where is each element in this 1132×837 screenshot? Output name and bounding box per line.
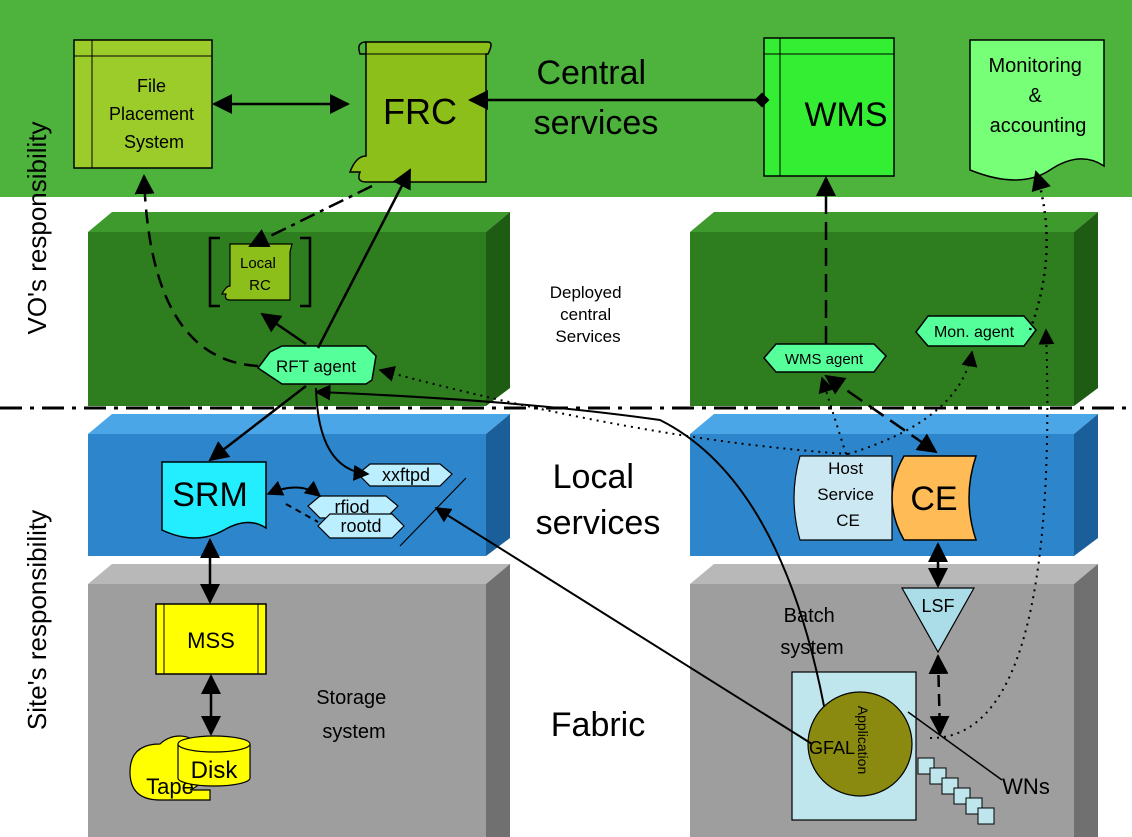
ce-label: CE [910,480,957,518]
fps-label: File Placement System [109,76,199,152]
wms-agent-label: WMS agent [785,351,864,368]
rft-fps-link [134,174,259,368]
lsf-app-link [928,654,950,736]
frc-localrc-link [248,184,373,248]
storage-system-label: Storage system [316,687,392,743]
local-rc-label: Local RC [240,255,280,294]
xxftpd-server[interactable]: xxftpd [357,463,453,487]
mss-label: MSS [187,628,235,653]
gfal-rft-link [314,384,825,707]
local-block-left [88,414,510,556]
deployed-services-label: Deployed central Services [550,283,627,346]
batch-system-label: Batch system [780,605,843,659]
disk-label: Disk [191,757,239,784]
mon-agent-label: Mon. agent [934,324,1015,341]
rft-agent-label: RFT agent [276,357,356,376]
monitoring-label: Monitoring & accounting [989,55,1088,137]
file-placement-system-box[interactable]: File Placement System [73,39,213,169]
rootd-server[interactable]: rootd [317,513,405,539]
fabric-label: Fabric [551,706,645,744]
host-service-ce[interactable]: Host Service CE [793,455,893,541]
srm-label: SRM [172,476,248,514]
rootd-label: rootd [340,516,381,536]
central-services-label: Central services [534,54,659,142]
vo-responsibility-label: VO's responsibility [22,121,52,334]
disk-storage[interactable]: Disk [177,735,251,787]
rft-srm-link [208,385,307,462]
host-service-label: Host Service CE [817,459,878,530]
wms-box[interactable]: WMS [763,37,895,177]
gfal-label: GFAL [809,738,855,758]
xxftpd-label: xxftpd [382,465,430,485]
wms-label: WMS [804,96,887,134]
worker-node-box[interactable]: Application GFAL [791,671,917,821]
application-label: Application [855,706,871,775]
srm-document[interactable]: SRM [161,461,267,539]
worker-node-stack [917,757,995,825]
host-rft-link [378,366,849,455]
ce-box[interactable]: CE [891,455,978,541]
server-group-slash [399,477,467,547]
rft-xxftpd-link [315,387,370,481]
mon-agent[interactable]: Mon. agent [915,315,1037,347]
frc-label: FRC [383,91,457,132]
frc-scroll[interactable]: FRC [348,41,492,183]
local-services-label: Local services [536,458,661,542]
mss-box[interactable]: MSS [155,603,267,675]
wms-agent[interactable]: WMS agent [763,343,887,373]
deployed-block-right [690,212,1098,406]
rft-agent[interactable]: RFT agent [256,345,377,385]
site-responsibility-label: Site's responsibility [22,510,52,730]
connectors [134,90,1055,745]
wns-label: WNs [1002,774,1050,799]
rft-frc-link [316,168,412,349]
wmsagent-ce-link [824,374,938,454]
srm-rfiod-link [266,480,322,497]
rfiod-label: rfiod [334,497,369,517]
local-rc[interactable]: Local RC [208,236,312,308]
gfal-servers-link [434,507,813,745]
monitoring-document[interactable]: Monitoring & accounting [969,39,1105,181]
lsf-label: LSF [921,596,954,616]
lsf-triangle[interactable]: LSF [900,587,976,654]
wns-pointer [907,711,1003,781]
rft-localrc-link [260,312,307,346]
